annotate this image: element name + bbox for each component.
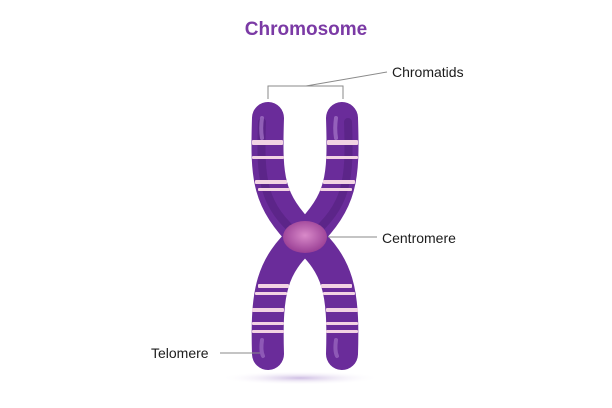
chromatids-leader (305, 71, 388, 87)
highlight (333, 338, 339, 358)
bands-lower-right (321, 284, 358, 333)
bands-lower-left (252, 284, 289, 333)
chromatids-bracket (267, 85, 344, 99)
arm-lower-left (251, 221, 320, 370)
bands-upper-left (252, 140, 290, 191)
chromosome-shadow (220, 371, 380, 385)
diagram-title: Chromosome (244, 19, 368, 40)
highlight (333, 116, 338, 140)
highlight (259, 116, 264, 140)
leader-lines (220, 71, 388, 354)
bands-upper-right (320, 140, 358, 191)
arm-lower-right (290, 221, 359, 370)
highlight (259, 338, 265, 358)
centromere (283, 221, 327, 253)
centromere-label: Centromere (382, 230, 456, 246)
telomere-label: Telomere (151, 345, 209, 361)
chromatids-label: Chromatids (392, 64, 464, 80)
